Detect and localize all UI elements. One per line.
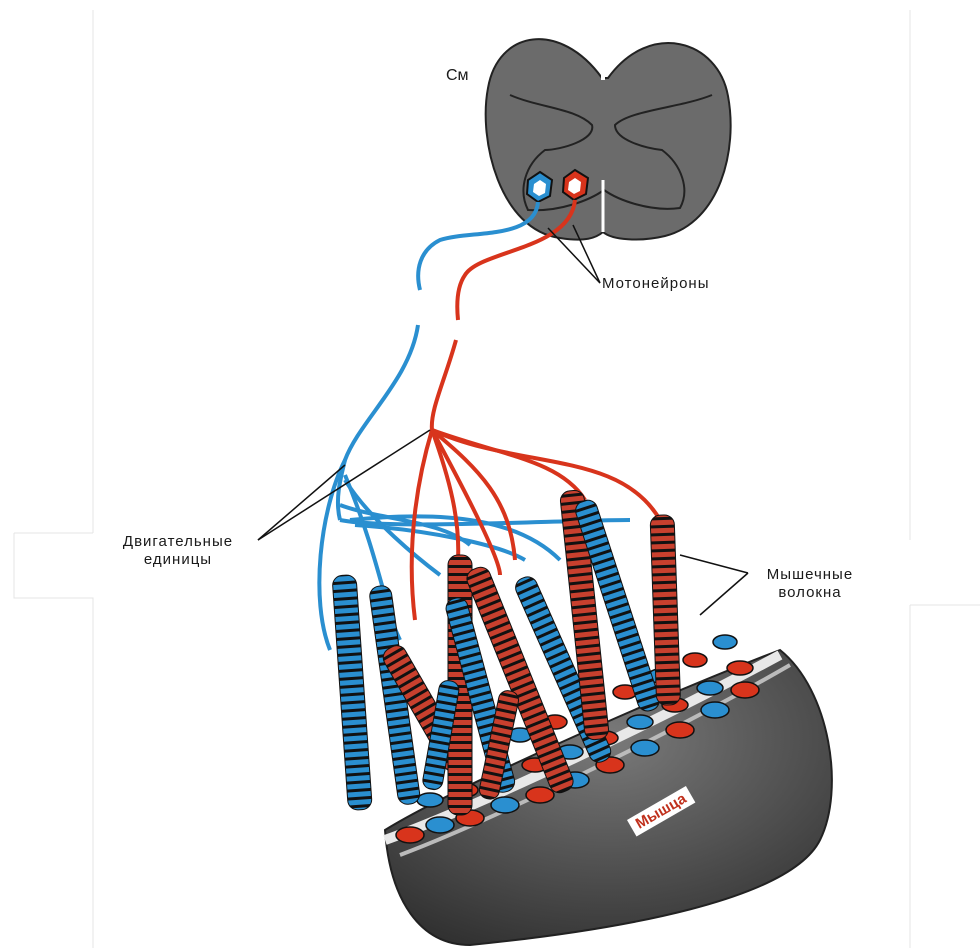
muscle-fibers-label-line1: Мышечные [750, 566, 870, 584]
red-axon [412, 200, 660, 620]
fiber-blue-1 [332, 574, 372, 810]
motoneurons-label: Мотонейроны [602, 275, 709, 293]
muscle-fibers-label: Мышечные волокна [750, 566, 870, 602]
muscle-fibers-label-line2: волокна [750, 584, 870, 602]
motor-units-label: Двигательные единицы [98, 533, 258, 569]
spinal-cord-section [486, 39, 731, 239]
spinal-cord-label: См [446, 67, 469, 85]
motor-units-label-line1: Двигательные [98, 533, 258, 551]
motor-units-label-line2: единицы [98, 551, 258, 569]
